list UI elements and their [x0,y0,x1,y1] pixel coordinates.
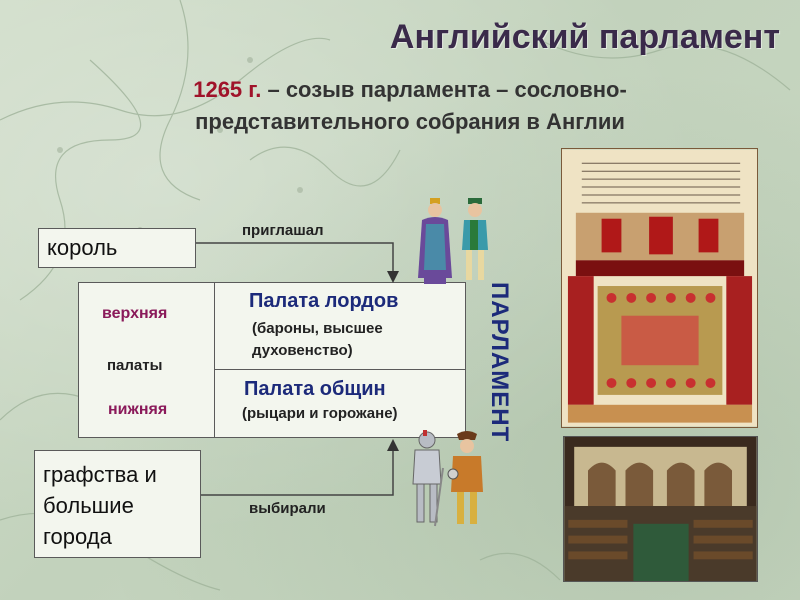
invited-label: приглашал [242,222,324,239]
upper-chamber-label: верхняя [102,305,168,322]
counties-box: графства и большие города [34,450,201,558]
parliament-divider-vertical [214,282,215,438]
subtitle-line1: – созыв парламента – сословно- [261,77,627,102]
parliament-vertical-label: ПАРЛАМЕНТ [486,282,513,443]
parliament-divider-horizontal [214,369,466,370]
house-of-lords-title: Палата лордов [249,290,399,312]
chambers-label: палаты [107,357,163,374]
subtitle-line2: представительного собрания в Англии [195,109,625,134]
subtitle-year: 1265 г. [193,77,262,102]
subtitle: 1265 г. – созыв парламента – сословно- п… [80,74,740,138]
knight-and-townsman-icon [412,430,483,527]
house-of-lords-description: (бароны, высшее духовенство) [252,320,383,359]
modern-parliament-chamber-photo [563,436,758,582]
king-box: король [38,228,196,268]
elected-label: выбирали [249,500,326,517]
page-title: Английский парламент [389,18,780,56]
parliament-box [78,282,466,438]
lower-chamber-label: нижняя [108,401,168,418]
king-and-noble-icon [418,198,488,284]
house-of-commons-description: (рыцари и горожане) [242,405,398,422]
house-of-commons-title: Палата общин [244,378,386,400]
medieval-parliament-illustration [561,148,758,428]
